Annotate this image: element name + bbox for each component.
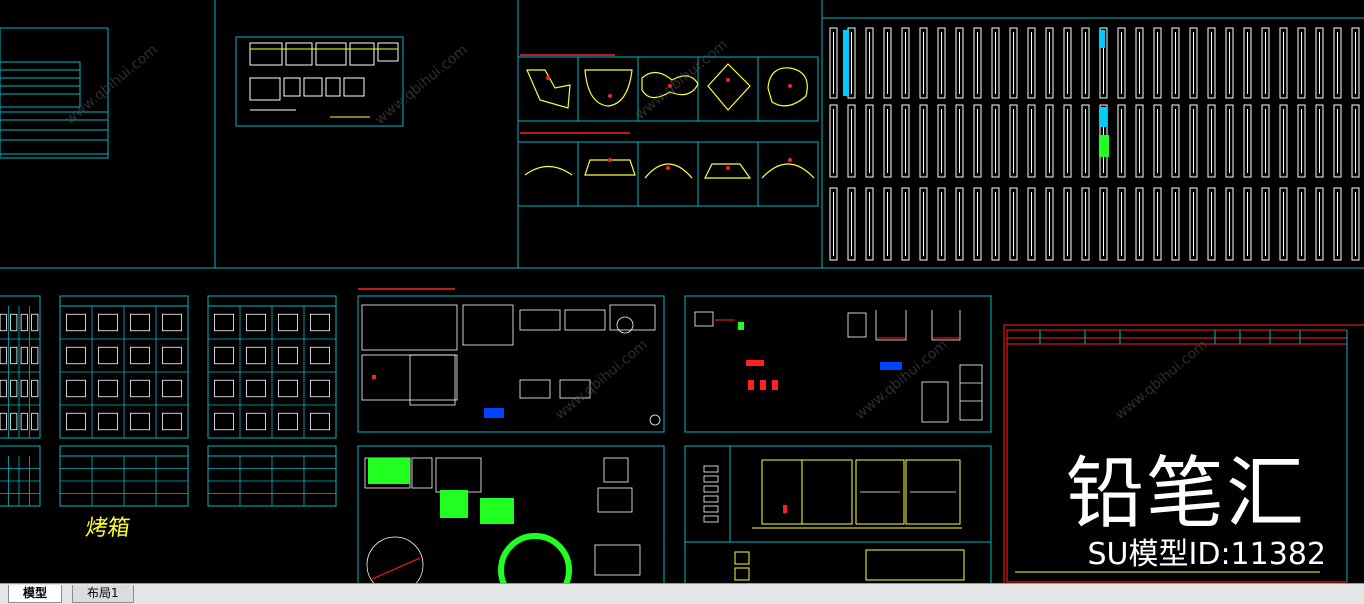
tab-layout1[interactable]: 布局1: [72, 585, 134, 603]
watermark-model-id: SU模型ID:11382: [1087, 537, 1327, 572]
layout-tab-bar: 模型 布局1: [0, 583, 1364, 604]
tab-model[interactable]: 模型: [8, 585, 63, 603]
svg-text:www.qbihui.com: www.qbihui.com: [632, 37, 731, 123]
cad-drawing: www.qbihui.com www.qbihui.com www.qbihui…: [0, 0, 1364, 583]
svg-text:www.qbihui.com: www.qbihui.com: [62, 42, 161, 128]
cad-model-space[interactable]: www.qbihui.com www.qbihui.com www.qbihui…: [0, 0, 1364, 583]
oven-label: 烤箱: [83, 516, 132, 541]
frame-top-4: [821, 0, 1364, 269]
svg-text:www.qbihui.com: www.qbihui.com: [372, 42, 471, 128]
svg-text:www.qbihui.com: www.qbihui.com: [852, 337, 951, 423]
watermark-brand: 铅笔汇: [1065, 449, 1306, 539]
svg-text:www.qbihui.com: www.qbihui.com: [1112, 337, 1211, 423]
frame-top-3: [517, 0, 823, 269]
frame-top-2: [214, 0, 519, 269]
